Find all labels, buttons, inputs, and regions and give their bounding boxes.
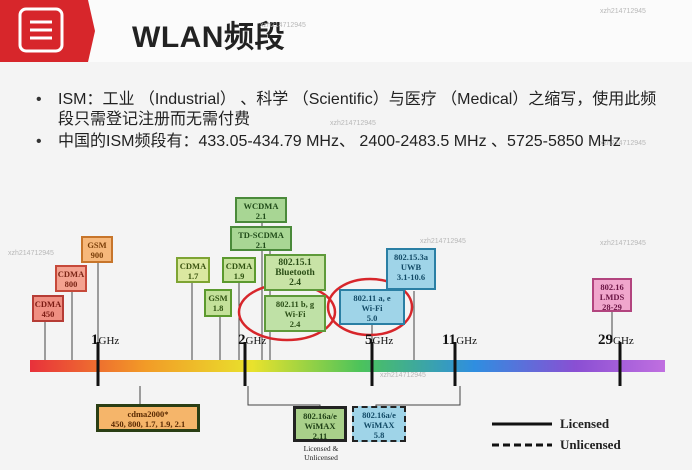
bullet-ism-definition: ISM：工业 （Industrial） 、科学 （Scientific）与医疗 … [32,90,672,130]
tick-label: 5GHz [365,332,394,348]
legend-unlicensed: Unlicensed [560,437,621,452]
slide-header: WLAN频段 [0,0,692,62]
watermark: xzh214712945 [8,250,54,257]
document-icon [0,0,95,62]
tick-label: 2GHz [238,332,267,348]
bullet-china-ism-bands: 中国的ISM频段有：433.05-434.79 MHz、 2400-2483.5… [32,132,672,152]
watermark: xzh214712945 [260,22,306,29]
tick-label: 1GHz [91,332,120,348]
tick-label: 29GHz [598,332,634,348]
slide-title: WLAN频段 [132,21,285,54]
legend-licensed: Licensed [560,416,610,431]
watermark: xzh214712945 [330,120,376,127]
spectrum-bar [30,360,665,372]
licensed-unlicensed-note: Licensed & Unlicensed [303,444,339,462]
frequency-diagram-lines [30,223,665,447]
watermark: xzh214712945 [420,238,466,245]
bullet-list: ISM：工业 （Industrial） 、科学 （Scientific）与医疗 … [32,90,672,154]
band-cdma2000: cdma2000*450, 800, 1.7, 1.9, 2.1 [96,404,200,432]
watermark: xzh214712945 [380,372,426,379]
watermark: xzh214712945 [600,140,646,147]
tick-label: 11GHz [442,332,477,348]
watermark: xzh214712945 [600,240,646,247]
highlight-circle [326,277,414,337]
watermark: xzh214712945 [600,8,646,15]
